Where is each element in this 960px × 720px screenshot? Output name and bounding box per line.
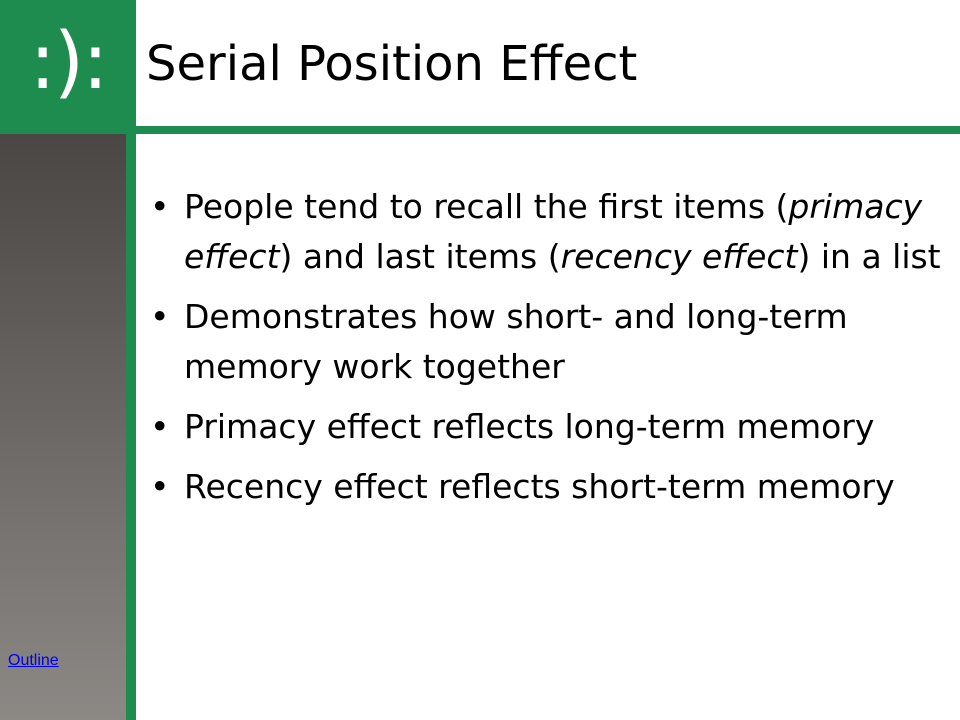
bullet-text: ) in a list: [797, 237, 941, 276]
smiley-logo: :):: [29, 17, 109, 107]
outline-link[interactable]: Outline: [8, 652, 59, 669]
vertical-divider: [126, 134, 136, 720]
bullet-text: People tend to recall the first items (: [184, 187, 789, 226]
bullet-text: ) and last items (: [279, 237, 561, 276]
bullet-list: People tend to recall the first items (p…: [148, 182, 948, 522]
term-recency-effect: recency effect: [560, 237, 798, 276]
slide-title: Serial Position Effect: [146, 36, 638, 92]
bullet-item-primacy: Primacy effect reflects long-term memory: [148, 402, 948, 452]
bullet-item-recall: People tend to recall the first items (p…: [148, 182, 948, 282]
horizontal-divider: [136, 126, 960, 134]
sidebar: [0, 134, 126, 720]
bullet-item-demonstrates: Demonstrates how short- and long-term me…: [148, 292, 948, 392]
term-primacy-effect: primacy effect: [184, 187, 923, 276]
logo-box: :):: [0, 0, 136, 134]
bullet-item-recency: Recency effect reflects short-term memor…: [148, 462, 948, 512]
